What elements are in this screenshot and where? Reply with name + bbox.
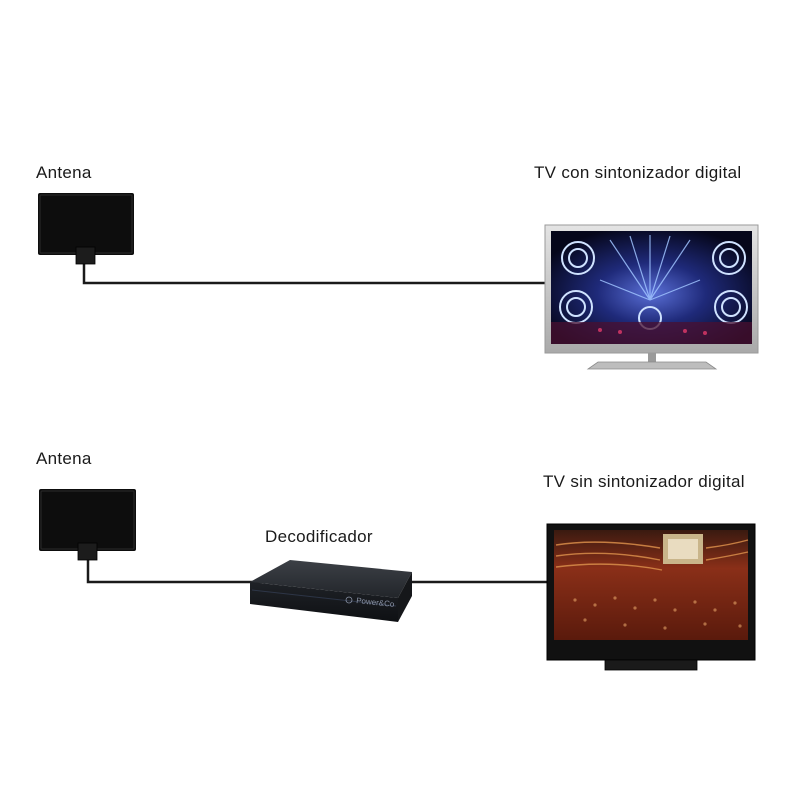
top-tv: [545, 225, 758, 369]
top-antenna: [38, 193, 134, 264]
top-cable: [84, 262, 548, 283]
bottom-cable-antenna-decoder: [88, 558, 262, 582]
bottom-antenna: [39, 489, 136, 560]
decoder-box: Power&Co: [250, 560, 412, 622]
bottom-tv: [547, 524, 755, 670]
